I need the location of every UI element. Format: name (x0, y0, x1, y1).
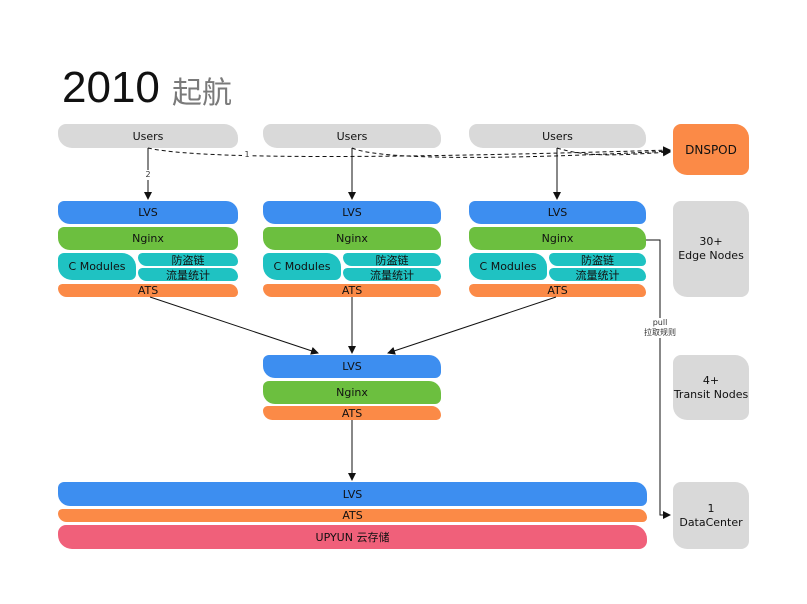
transit-nodes-label-box: 4+ Transit Nodes (673, 355, 749, 420)
edge-2-lvs: LVS (263, 201, 441, 224)
datacenter-label: DataCenter (679, 515, 743, 529)
pull-arrow (646, 239, 671, 519)
edge-nodes-count: 30+ (699, 235, 723, 248)
dnspod-box: DNSPOD (673, 124, 749, 175)
edge-1-nginx: Nginx (58, 227, 238, 250)
edge-1-traffic: 流量统计 (138, 268, 238, 282)
users-box-2: Users (263, 124, 441, 148)
datacenter-lvs: LVS (58, 482, 647, 506)
transit-lvs: LVS (263, 355, 441, 378)
datacenter-label-box: 1 DataCenter (673, 482, 749, 549)
edge-3-cmodules: C Modules (469, 253, 547, 280)
edge-2-ats: ATS (263, 284, 441, 297)
transit-nginx: Nginx (263, 381, 441, 404)
pull-label-en: pull (652, 318, 668, 327)
edge-2-antileech: 防盗链 (343, 253, 441, 267)
pull-label: pull 拉取规则 (640, 318, 680, 338)
edge-nodes-label-box: 30+ Edge Nodes (673, 201, 749, 297)
edge-1-cmodules: C Modules (58, 253, 136, 280)
edge-1-antileech: 防盗链 (138, 253, 238, 267)
users-box-1: Users (58, 124, 238, 148)
page-title-subtitle: 起航 (172, 76, 232, 111)
edge-3-ats: ATS (469, 284, 646, 297)
dns-arrow-3 (556, 147, 671, 157)
edge-3-nginx: Nginx (469, 227, 646, 250)
transit-ats: ATS (263, 406, 441, 420)
transit-nodes-count: 4+ (702, 373, 720, 387)
edge-1-ats: ATS (58, 284, 238, 297)
users-box-3: Users (469, 124, 646, 148)
datacenter-ats: ATS (58, 509, 647, 522)
dns-arrow-2 (351, 147, 671, 158)
edge-2-traffic: 流量统计 (343, 268, 441, 282)
edge-nodes-label: Edge Nodes (678, 249, 744, 262)
datacenter-storage: UPYUN 云存储 (58, 525, 647, 549)
edge-1-to-transit (149, 296, 319, 355)
datacenter-count: 1 (707, 501, 715, 515)
edge-2-nginx: Nginx (263, 227, 441, 250)
edge-3-lvs: LVS (469, 201, 646, 224)
edge-2-cmodules: C Modules (263, 253, 341, 280)
edge-3-traffic: 流量统计 (549, 268, 646, 282)
edge-1-lvs: LVS (58, 201, 238, 224)
edge-3-antileech: 防盗链 (549, 253, 646, 267)
pull-label-cn: 拉取规则 (644, 328, 676, 337)
dns-arrow-1 (147, 146, 671, 157)
edge-3-to-transit (387, 296, 557, 355)
transit-nodes-label: Transit Nodes (673, 387, 749, 401)
page-title-year: 2010 (62, 63, 160, 112)
edge-step-label: 2 (143, 170, 153, 180)
dns-step-label: 1 (242, 150, 252, 160)
